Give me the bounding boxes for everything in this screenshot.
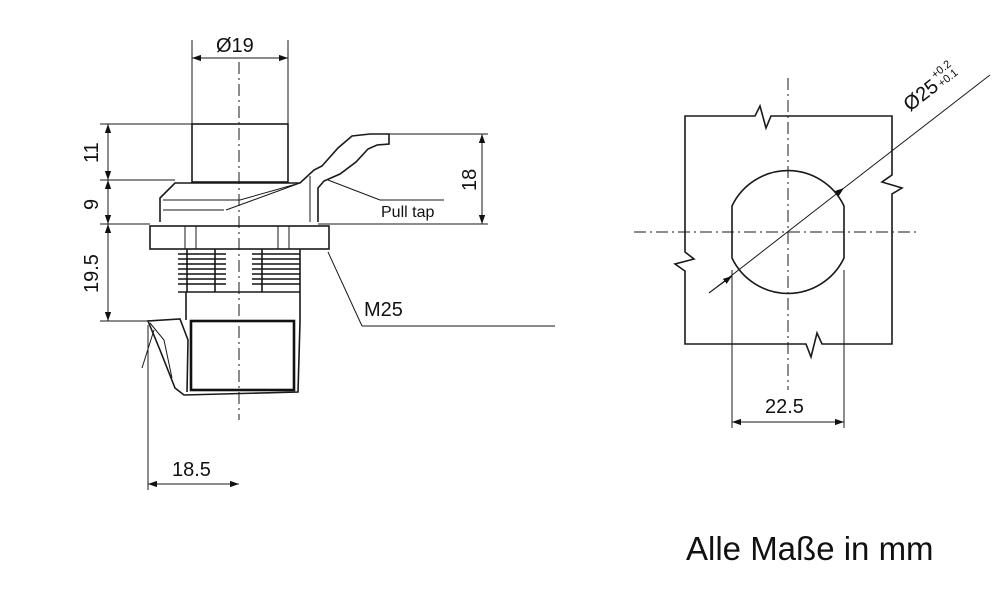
collar-inner-lines bbox=[163, 176, 311, 222]
thread-leader bbox=[327, 251, 363, 327]
flat-width-dim: 22.5 bbox=[765, 396, 804, 418]
cap-outline bbox=[191, 123, 289, 183]
pull-tap-leader bbox=[327, 179, 381, 201]
plate-outline bbox=[673, 103, 904, 360]
lower-body-box bbox=[189, 319, 296, 392]
cutout-view: Ø25 +0.2 +0.1 22.5 bbox=[634, 58, 991, 428]
diameter-top-dim: Ø19 bbox=[216, 35, 254, 57]
base-width-dim: 18.5 bbox=[172, 459, 211, 481]
tab-height-dim: 18 bbox=[459, 169, 481, 191]
cutout-shape bbox=[731, 169, 845, 295]
collar-outline bbox=[159, 133, 390, 222]
cutout-diameter-leader bbox=[708, 187, 845, 294]
cap-height-dim: 11 bbox=[81, 142, 103, 163]
pull-tap-label: Pull tap bbox=[381, 204, 434, 221]
flange-outline bbox=[149, 225, 330, 250]
thread-height-dim: 19.5 bbox=[81, 254, 103, 293]
thread-section bbox=[178, 249, 301, 293]
lower-body-outline bbox=[146, 292, 301, 396]
units-note: Alle Maße in mm bbox=[686, 530, 934, 567]
collar-height-dim: 9 bbox=[81, 199, 103, 210]
side-view: Pull tap M25 Ø19 11 9 19.5 18 18.5 bbox=[81, 35, 555, 490]
flange-inner bbox=[184, 226, 290, 249]
thread-label: M25 bbox=[364, 299, 403, 321]
